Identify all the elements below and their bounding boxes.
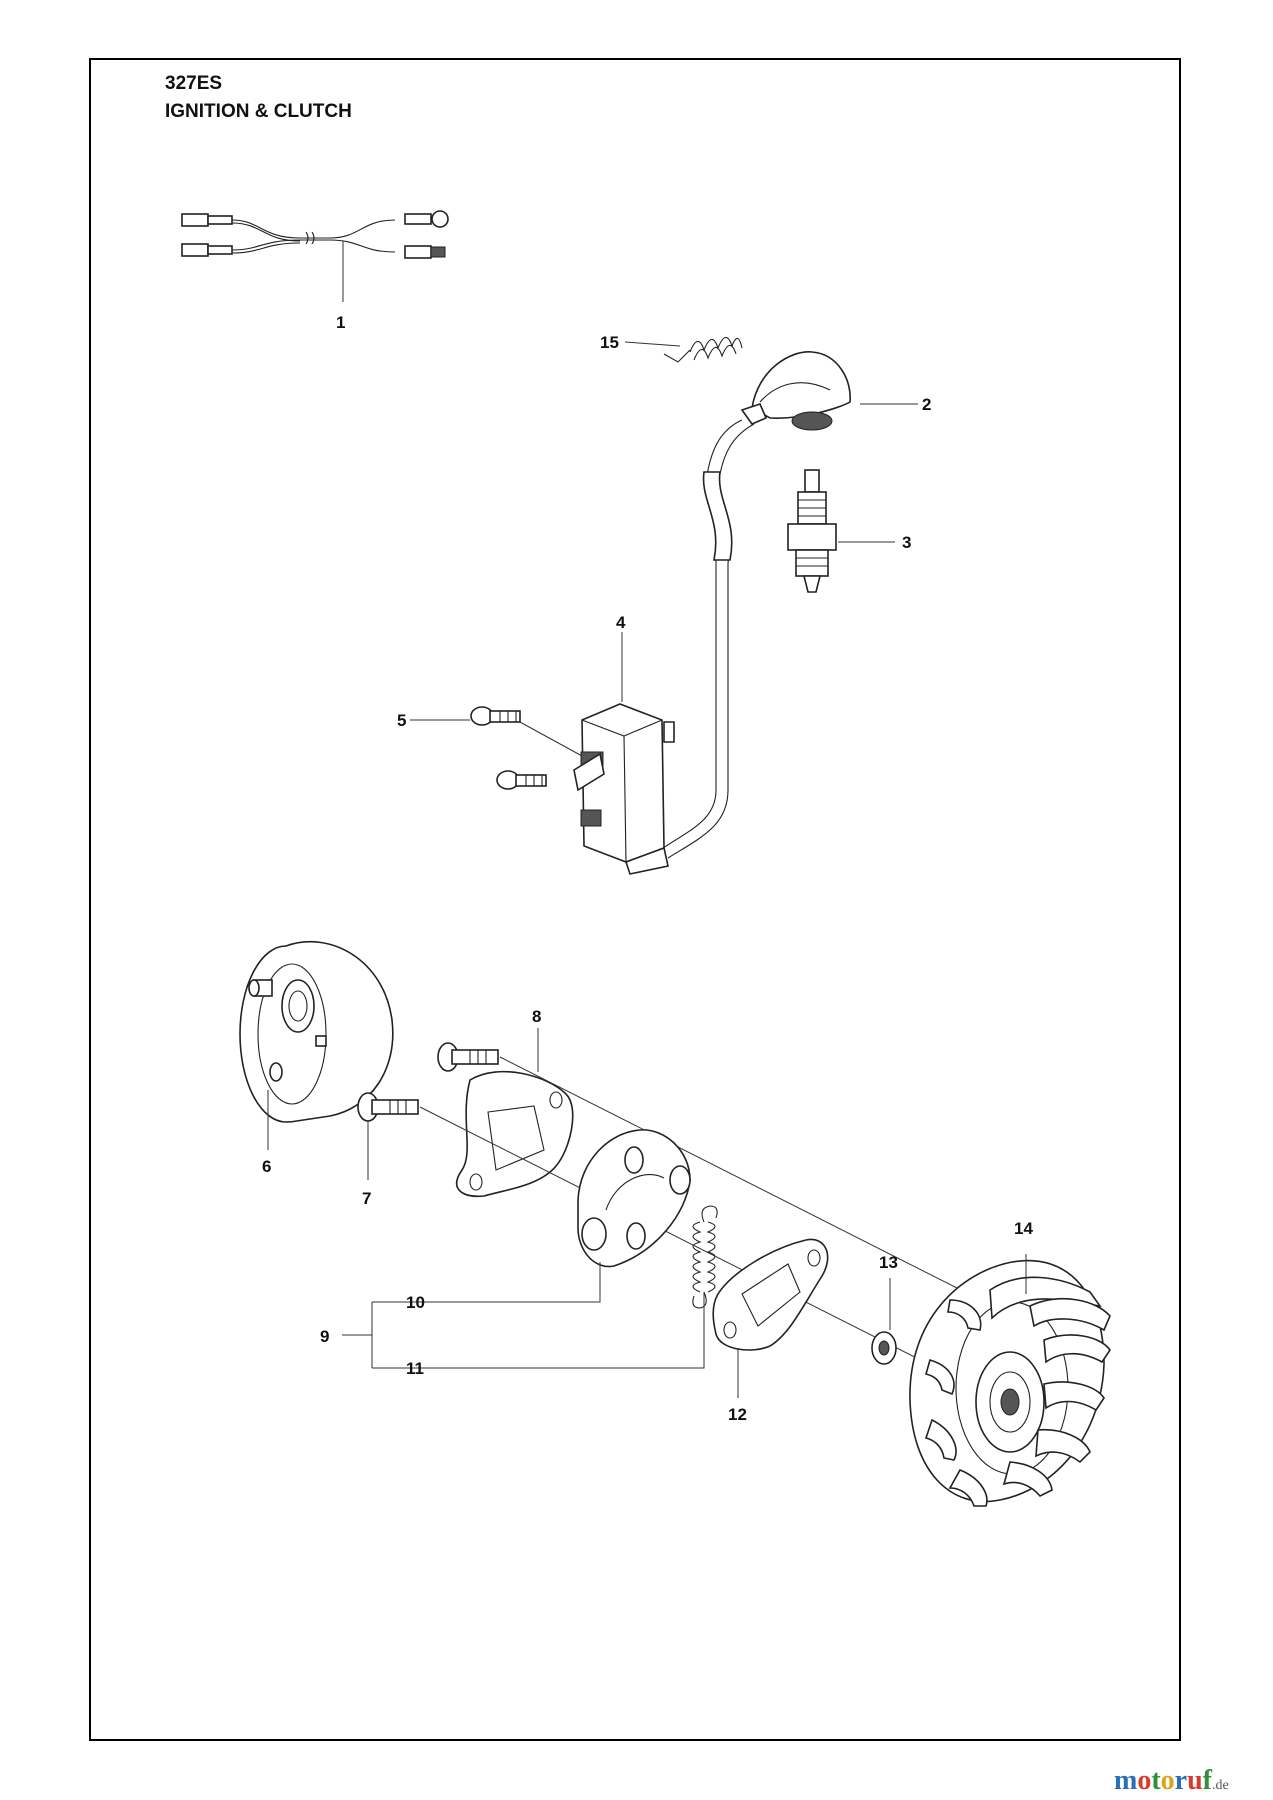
ignition-module-part[interactable]	[573, 703, 675, 875]
spark-plug-part[interactable]	[787, 469, 837, 593]
clutch-washer-plate-part[interactable]	[455, 1070, 574, 1198]
callout-12: 12	[728, 1405, 747, 1424]
wm-letter: r	[1174, 1765, 1188, 1796]
callout-3: 3	[902, 533, 911, 552]
callout-14: 14	[1014, 1219, 1033, 1238]
callout-6: 6	[262, 1157, 271, 1176]
coil-mounting-screws-part[interactable]	[470, 706, 547, 790]
diagram-frame	[89, 58, 1181, 1741]
callout-4: 4	[616, 613, 626, 632]
wm-tld: .de	[1212, 1778, 1229, 1793]
clutch-screws-part[interactable]	[357, 1042, 499, 1122]
flywheel-nut-part[interactable]	[871, 1331, 897, 1365]
clutch-shoe-part[interactable]	[577, 1129, 691, 1268]
callout-10: 10	[406, 1293, 425, 1312]
spring-clip-part[interactable]	[663, 336, 743, 363]
callout-2: 2	[922, 395, 931, 414]
wm-letter: f	[1202, 1765, 1212, 1796]
wm-letter: m	[1114, 1765, 1138, 1796]
clutch-drum-part[interactable]	[239, 941, 394, 1123]
callout-1: 1	[336, 313, 345, 332]
callout-9: 9	[320, 1327, 329, 1346]
wm-letter: t	[1151, 1765, 1161, 1796]
motoruf-watermark: motoruf.de	[1114, 1765, 1229, 1797]
wm-letter: o	[1160, 1765, 1175, 1796]
wm-letter: o	[1137, 1765, 1152, 1796]
spark-plug-cap-part[interactable]	[740, 351, 851, 431]
callout-7: 7	[362, 1189, 371, 1208]
callout-15: 15	[600, 333, 619, 352]
model-number: 327ES	[165, 73, 223, 94]
callout-5: 5	[397, 711, 406, 730]
section-title: IGNITION & CLUTCH	[165, 101, 352, 122]
callout-13: 13	[879, 1253, 898, 1272]
wm-letter: u	[1187, 1765, 1203, 1796]
callout-8: 8	[532, 1007, 541, 1026]
wiring-harness-part[interactable]	[181, 210, 449, 259]
flywheel-washer-plate-part[interactable]	[712, 1238, 829, 1351]
ht-lead	[659, 419, 755, 859]
flywheel-part[interactable]	[909, 1259, 1111, 1507]
clutch-spring-part[interactable]	[692, 1205, 718, 1309]
callout-11: 11	[406, 1359, 424, 1378]
